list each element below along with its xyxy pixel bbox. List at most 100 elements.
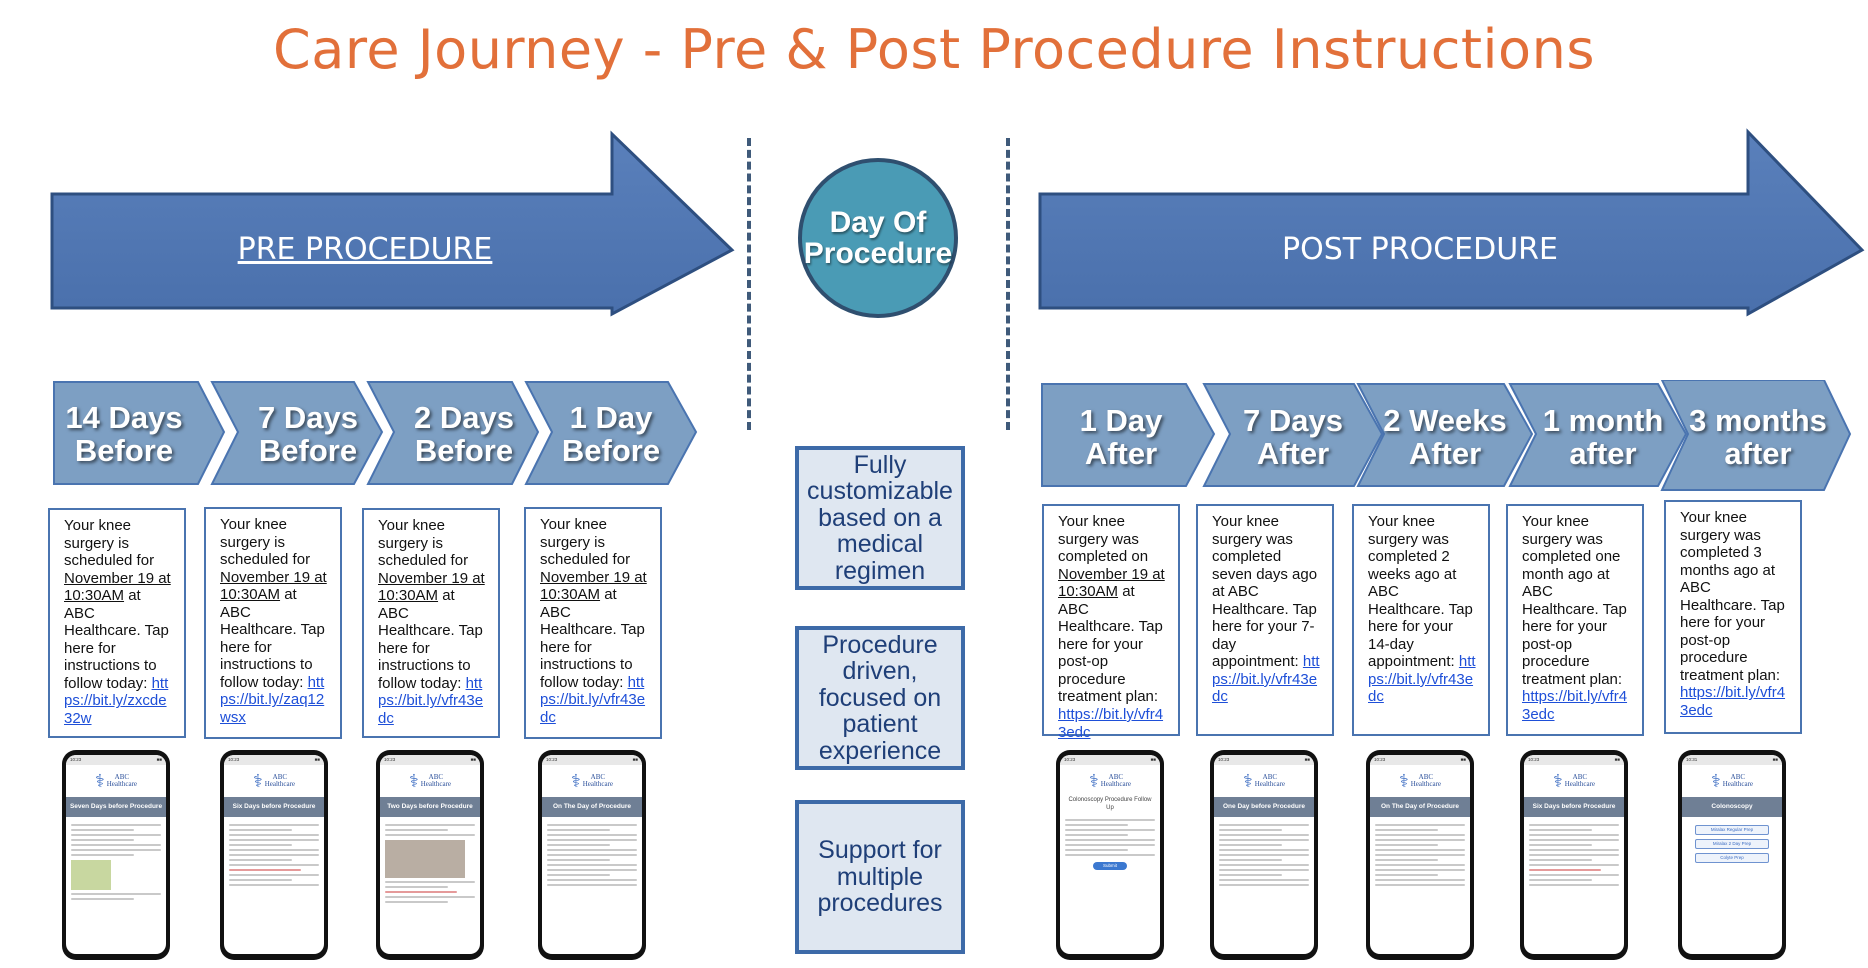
sms-message-card: Your knee surgery is scheduled for Novem…	[48, 508, 186, 738]
feature-box-procedure-driven: Procedure driven, focused on patient exp…	[795, 626, 965, 770]
status-bar: 10:31■■	[1682, 755, 1782, 765]
sms-message-card: Your knee surgery is scheduled for Novem…	[204, 507, 342, 739]
message-link[interactable]: https://bit.ly/zxcde32w	[64, 674, 169, 728]
separator-right	[1006, 138, 1010, 430]
post-chevrons	[1041, 380, 1852, 491]
feature-box-multiple-procedures: Support for multiple procedures	[795, 800, 965, 954]
chevron-14-days-before	[53, 381, 226, 485]
message-text: Your knee surgery was completed seven da…	[1212, 513, 1318, 671]
message-text: at ABC Healthcare. Tap here for instruct…	[220, 586, 325, 691]
screen-body: Miralax Regular Prep Miralax 2 Day Prep …	[1682, 817, 1782, 871]
screen-body	[66, 817, 166, 907]
caduceus-icon: ⚕	[1242, 770, 1253, 791]
chevron-1-day-before	[524, 381, 698, 485]
message-link[interactable]: https://bit.ly/vfr43edc	[1368, 653, 1476, 706]
product-image	[71, 860, 111, 890]
screen-banner: On The Day of Procedure	[1370, 797, 1470, 817]
post-procedure-label: POST PROCEDURE	[1282, 232, 1558, 267]
day-of-procedure-circle: Day Of Procedure	[798, 158, 958, 318]
sms-message-card: Your knee surgery was completed on Novem…	[1042, 504, 1180, 741]
screen-body: Submit	[1060, 812, 1160, 880]
screen-banner: On The Day of Procedure	[542, 797, 642, 817]
pre-chevrons	[53, 381, 698, 485]
caduceus-icon: ⚕	[1710, 770, 1721, 791]
message-date: November 19 at 10:30AM	[220, 568, 327, 604]
message-text: at ABC Healthcare. Tap here for instruct…	[378, 587, 483, 692]
message-link[interactable]: https://bit.ly/vfr43edc	[540, 673, 646, 727]
prep-option[interactable]: Miralax 2 Day Prep	[1695, 839, 1769, 849]
prep-option[interactable]: Miralax Regular Prep	[1695, 825, 1769, 835]
prep-option[interactable]: Colyte Prep	[1695, 853, 1769, 863]
day-of-procedure-label: Day Of Procedure	[803, 205, 953, 270]
message-text: at ABC Healthcare. Tap here for instruct…	[64, 587, 169, 692]
caduceus-icon: ⚕	[570, 770, 581, 791]
message-text: at ABC Healthcare. Tap here for instruct…	[540, 586, 645, 691]
screen-banner: Colonoscopy	[1682, 797, 1782, 817]
chevron-7-days-before	[210, 381, 384, 485]
caduceus-icon: ⚕	[252, 770, 263, 791]
chevron-2-days-before	[366, 381, 540, 485]
screen-body	[380, 817, 480, 910]
water-glass-image	[385, 840, 465, 878]
message-date: November 19 at 10:30AM	[540, 568, 647, 604]
status-bar: 10:23■■	[542, 755, 642, 765]
screen-body	[542, 817, 642, 893]
screen-body	[224, 817, 324, 893]
chevron-1-day-after	[1041, 383, 1216, 487]
sms-message-card: Your knee surgery is scheduled for Novem…	[524, 507, 662, 739]
pre-procedure-label[interactable]: PRE PROCEDURE	[237, 232, 493, 267]
screen-banner: Six Days before Procedure	[224, 797, 324, 817]
chevron-label: 14 Days Before	[65, 399, 183, 468]
message-link[interactable]: https://bit.ly/vfr43edc	[1212, 653, 1320, 706]
message-date: November 19 at 10:30AM	[378, 569, 485, 605]
message-link[interactable]: https://bit.ly/zaq12wsx	[220, 673, 325, 727]
feature-text: Fully customizable based on a medical re…	[807, 450, 953, 585]
screen-banner: Two Days before Procedure	[380, 797, 480, 817]
message-date: November 19 at 10:30AM	[64, 569, 171, 605]
screen-banner: Six Days before Procedure	[1524, 797, 1624, 817]
chevron-7-days-after	[1202, 383, 1384, 487]
feature-box-customizable: Fully customizable based on a medical re…	[795, 446, 965, 590]
submit-button[interactable]: Submit	[1093, 862, 1127, 870]
feature-text: Support for multiple procedures	[817, 836, 943, 918]
message-text: at ABC Healthcare. Tap here for your pos…	[1058, 583, 1163, 706]
chevron-label: 7 Days Before	[258, 399, 358, 468]
chevron-label: 2 Weeks After	[1383, 402, 1507, 471]
sms-message-card: Your knee surgery was completed seven da…	[1196, 504, 1334, 736]
chevron-1-month-after	[1508, 383, 1688, 487]
chevron-label: 1 month after	[1542, 402, 1664, 471]
screen-body	[1370, 817, 1470, 893]
chevron-2-weeks-after	[1356, 383, 1534, 487]
caduceus-icon: ⚕	[1088, 770, 1099, 791]
message-link[interactable]: https://bit.ly/vfr43edc	[1522, 688, 1628, 724]
message-link[interactable]: https://bit.ly/vfr43edc	[378, 674, 484, 728]
message-text: Your knee surgery was completed one mont…	[1522, 513, 1627, 688]
status-bar: 10:23■■	[380, 755, 480, 765]
sms-message-card: Your knee surgery was completed one mont…	[1506, 504, 1644, 736]
message-link[interactable]: https://bit.ly/vfr43edc	[1058, 706, 1164, 741]
status-bar: 10:23■■	[1524, 755, 1624, 765]
screen-banner: Seven Days before Procedure	[66, 797, 166, 817]
feature-text: Procedure driven, focused on patient exp…	[818, 630, 942, 765]
message-link[interactable]: https://bit.ly/vfr43edc	[1680, 684, 1786, 720]
message-text: Your knee surgery is scheduled for	[64, 517, 155, 570]
chevron-3-months-after	[1660, 380, 1852, 491]
